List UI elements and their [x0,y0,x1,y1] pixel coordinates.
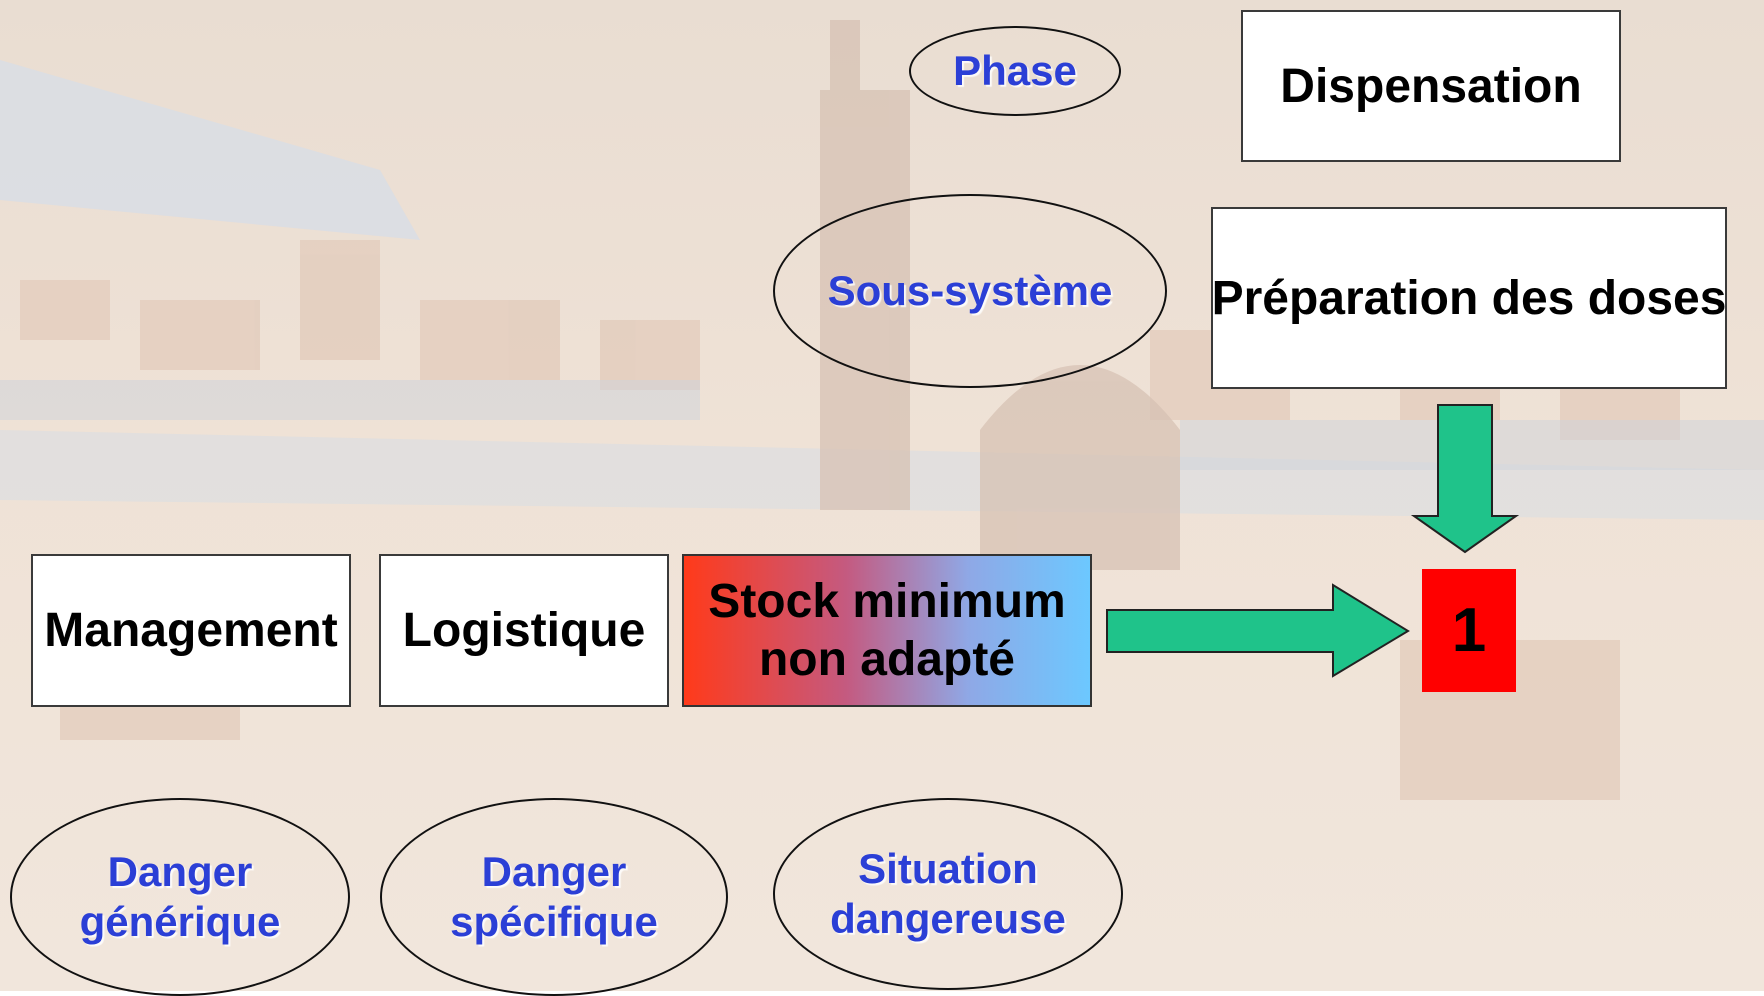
danger-specifique-value-box: Logistique [379,554,669,707]
danger-specifique-label-ellipse: Danger spécifique [380,798,728,996]
situation-dangereuse-value-line2: non adapté [758,632,1015,686]
danger-generique-label-ellipse: Danger générique [10,798,350,996]
situation-dangereuse-label-ellipse: Situation dangereuse [773,798,1123,990]
arrow-right-icon [1106,583,1410,678]
situation-dangereuse-line2: dangereuse [830,895,1066,942]
danger-generique-value-box: Management [31,554,351,707]
phase-value: Dispensation [1280,59,1582,113]
danger-specifique-value: Logistique [402,604,646,657]
result-number-box: 1 [1422,569,1516,692]
arrow-down-icon [1410,404,1520,554]
danger-specifique-line2: spécifique [450,898,658,945]
phase-value-box: Dispensation [1241,10,1621,162]
sous-systeme-value-box: Préparation des doses [1211,207,1727,389]
situation-dangereuse-value-line1: Stock minimum [708,574,1066,628]
situation-dangereuse-value-box: Stock minimum non adapté [682,554,1092,707]
danger-generique-value: Management [44,604,338,657]
danger-specifique-line1: Danger [481,848,627,896]
danger-generique-line1: Danger [107,848,253,896]
sous-systeme-label: Sous-système [827,267,1113,315]
phase-label-ellipse: Phase [909,26,1121,116]
situation-dangereuse-line1: Situation [858,845,1038,893]
phase-label: Phase [953,47,1077,95]
danger-generique-line2: générique [79,898,281,945]
sous-systeme-label-ellipse: Sous-système [773,194,1167,388]
sous-systeme-value: Préparation des doses [1211,271,1727,325]
result-number: 1 [1451,596,1487,665]
